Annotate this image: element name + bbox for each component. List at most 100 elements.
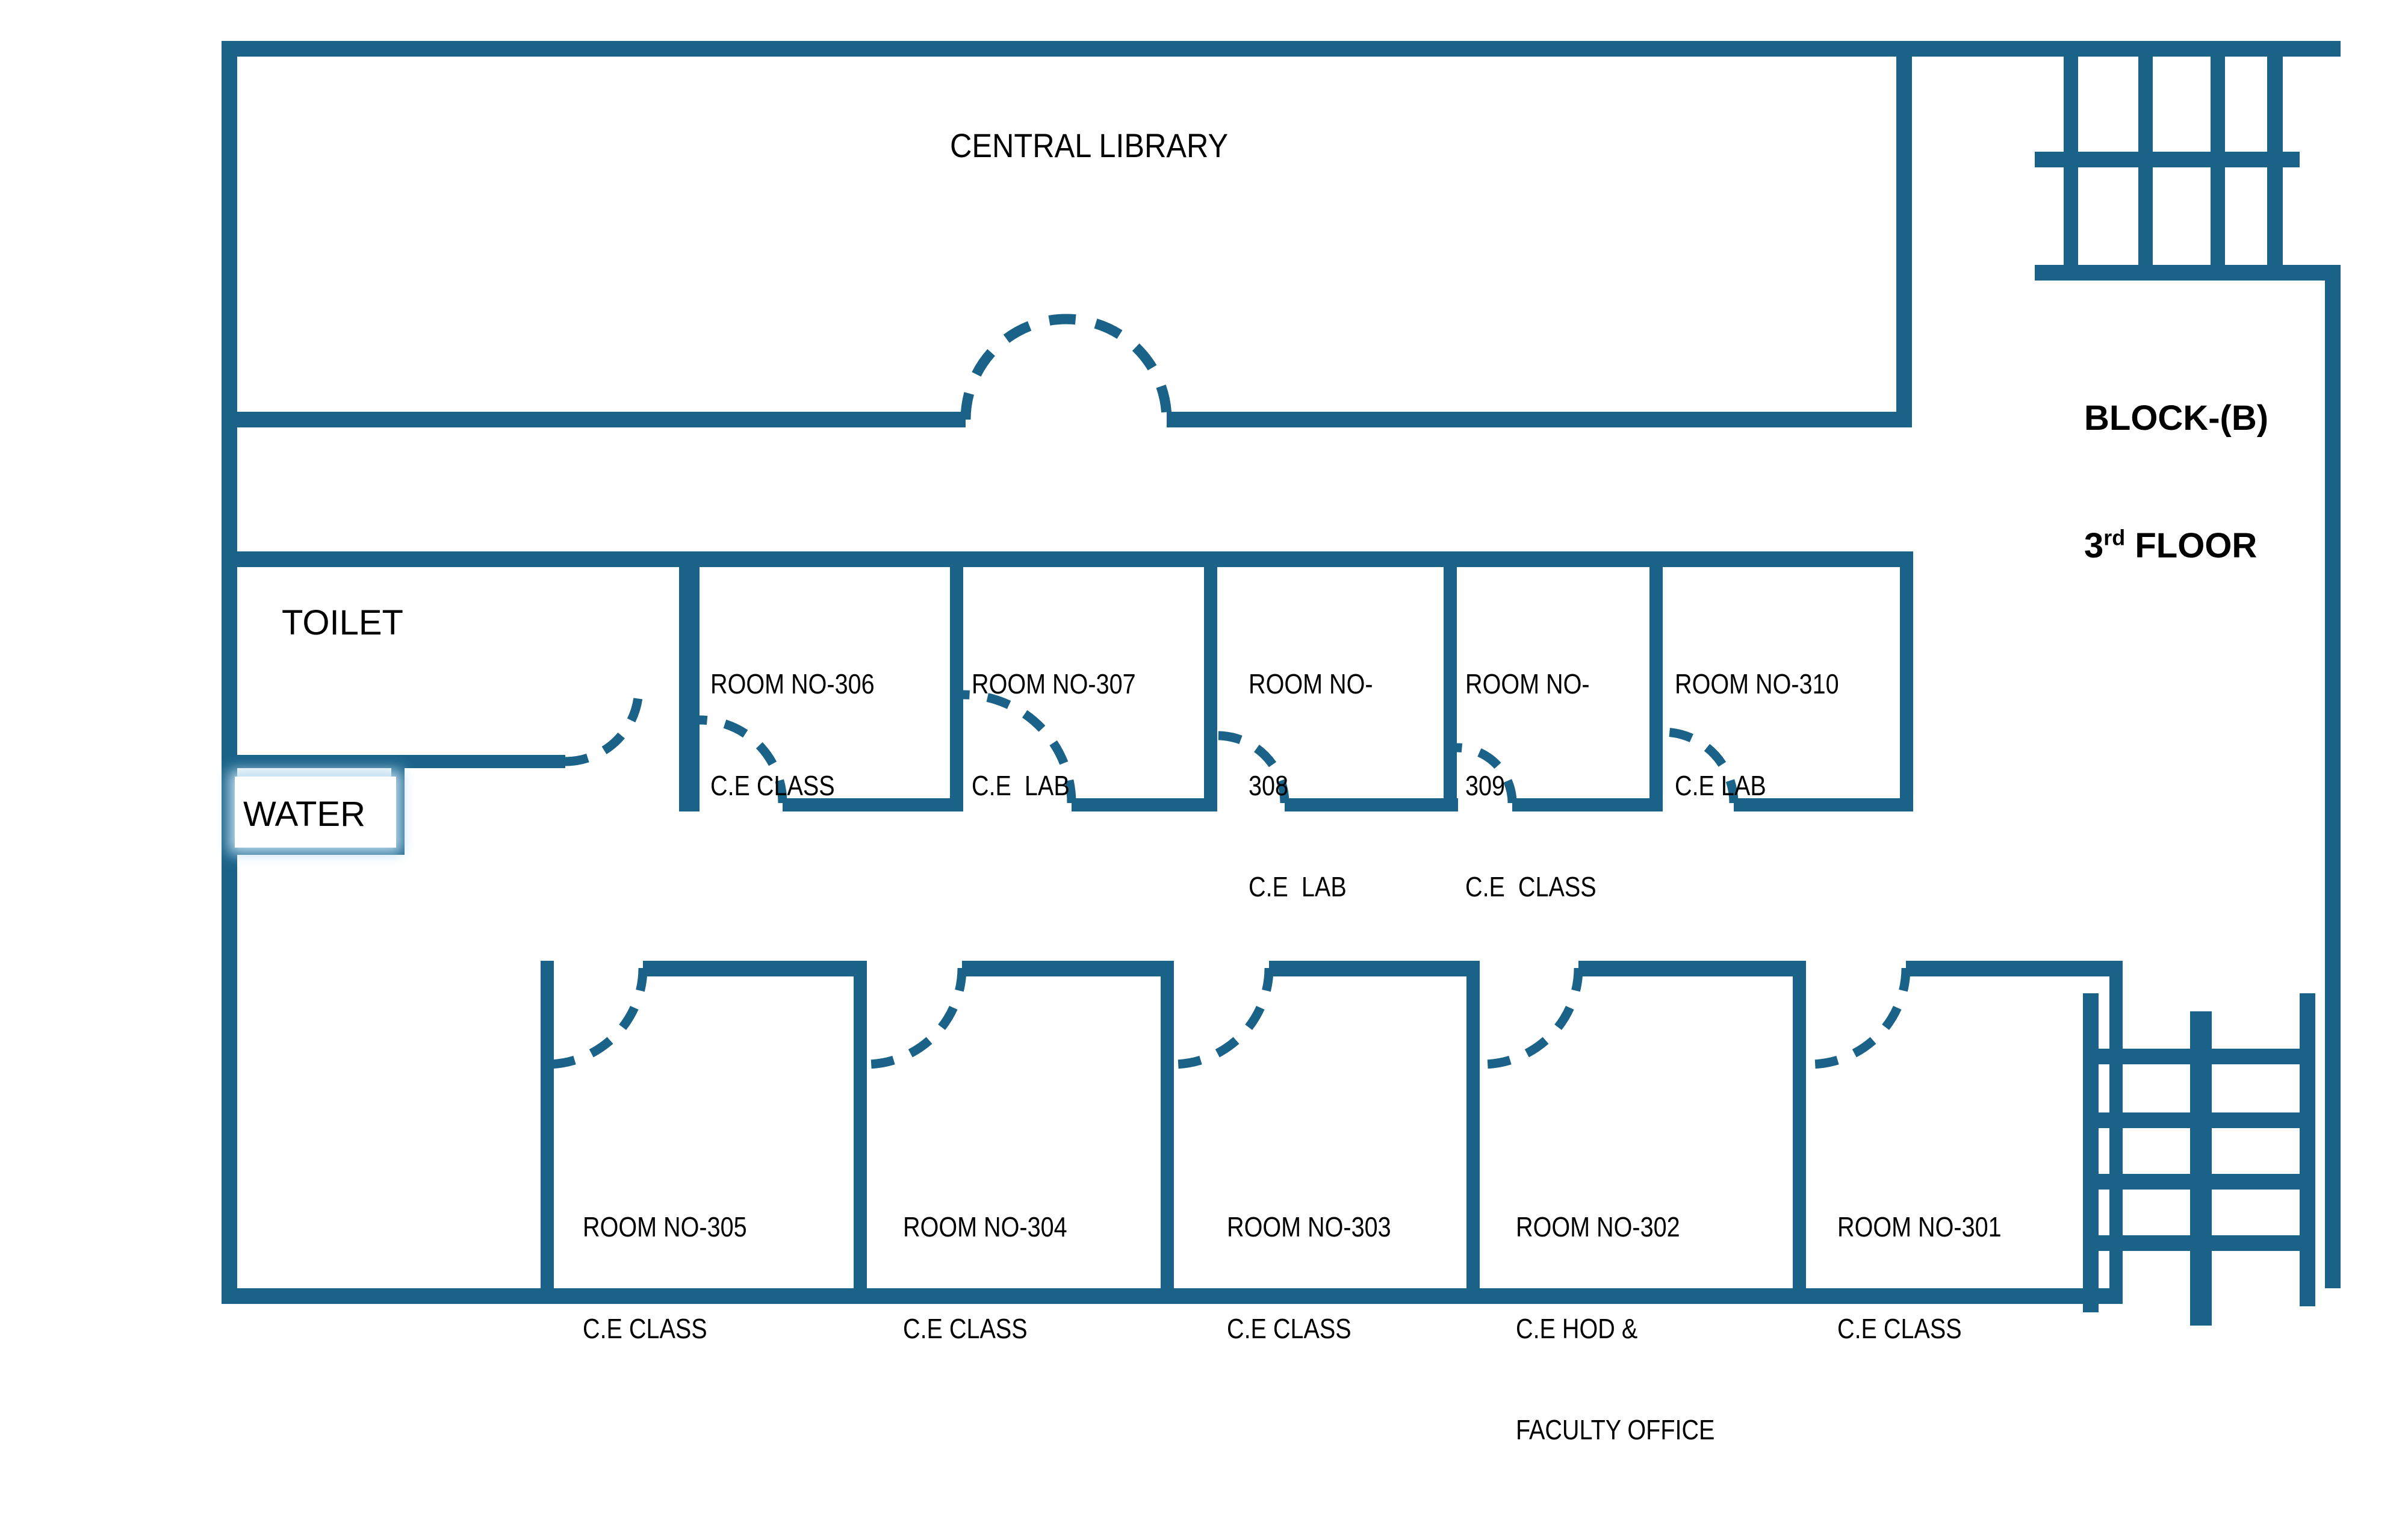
room-309-line-3: C.E CLASS	[1465, 870, 1597, 902]
block-floor: 3rd FLOOR	[2084, 525, 2268, 568]
room-301-line-2: C.E CLASS	[1837, 1312, 1962, 1344]
room-306-line-1: ROOM NO-306	[710, 668, 875, 700]
stair-rail-middle	[2035, 152, 2300, 167]
wall-309-bottom	[1512, 798, 1663, 811]
wall-308-309-partition	[1444, 567, 1457, 807]
stair-tread-b3	[2083, 1174, 2315, 1190]
room-302-line-3: FACULTY OFFICE	[1516, 1413, 1715, 1445]
room-303-line-2: C.E CLASS	[1227, 1312, 1351, 1344]
stair-rail-bottom	[2035, 265, 2312, 281]
wall-305-left	[541, 961, 554, 1304]
water-callout-box	[235, 777, 396, 848]
door-arc-308	[1217, 731, 1289, 804]
wall-306-bottom	[783, 798, 963, 811]
door-arc-303	[1172, 967, 1274, 1069]
wall-304-303-partition	[1161, 961, 1174, 1304]
room-label-303: ROOM NO-303 C.E CLASS	[1227, 1143, 1391, 1413]
room-label-310: ROOM NO-310 C.E LAB	[1675, 600, 1839, 870]
wall-310-right	[1900, 567, 1913, 807]
wall-304-top	[962, 961, 1174, 976]
room-label-306: ROOM NO-306 C.E CLASS	[710, 600, 875, 870]
wall-308-bottom	[1285, 798, 1458, 811]
door-arc-304	[865, 967, 967, 1069]
door-arc-305	[546, 967, 648, 1069]
corridor-walls	[222, 551, 1913, 567]
room-301-line-1: ROOM NO-301	[1837, 1211, 2002, 1243]
room-label-302: ROOM NO-302 C.E HOD & FACULTY OFFICE	[1516, 1143, 1714, 1514]
wall-exterior-left	[222, 41, 237, 1304]
room-307-line-1: ROOM NO-307	[972, 668, 1136, 700]
room-302-line-1: ROOM NO-302	[1516, 1211, 1680, 1243]
door-arc-310	[1662, 727, 1739, 804]
middle-row-room-walls	[679, 567, 1913, 811]
wall-307-308-partition	[1204, 567, 1217, 807]
floor-number: 3	[2084, 526, 2104, 565]
room-307-line-2: C.E LAB	[972, 769, 1070, 801]
area-label-water: WATER	[243, 795, 365, 834]
wall-306-left	[679, 567, 700, 811]
room-label-304: ROOM NO-304 C.E CLASS	[903, 1143, 1067, 1413]
floor-plan-walls	[222, 41, 2341, 1326]
room-label-308: ROOM NO- 308 C.E LAB	[1249, 600, 1373, 971]
stair-tread-1	[2064, 41, 2078, 281]
room-304-line-2: C.E CLASS	[903, 1312, 1028, 1344]
wall-305-top	[643, 961, 866, 976]
area-label-central-library: CENTRAL LIBRARY	[950, 126, 1229, 164]
door-arc-302	[1482, 967, 1583, 1069]
wall-exterior-bottom	[222, 1288, 2117, 1304]
room-304-line-1: ROOM NO-304	[903, 1211, 1067, 1243]
room-label-305: ROOM NO-305 C.E CLASS	[583, 1143, 747, 1413]
wall-library-bottom-right	[1167, 412, 1912, 427]
stair-tread-b2	[2083, 1112, 2315, 1128]
area-label-toilet: TOILET	[282, 603, 403, 642]
wall-exterior-top	[222, 41, 2341, 57]
wall-301-top	[1906, 961, 2123, 976]
floor-word: FLOOR	[2125, 526, 2258, 565]
room-303-line-1: ROOM NO-303	[1227, 1211, 1391, 1243]
room-305-line-1: ROOM NO-305	[583, 1211, 747, 1243]
floor-plan: CENTRAL LIBRARY TOILET WATER BLOCK-(B) 3…	[222, 41, 2341, 1445]
room-309-line-2: 309	[1465, 769, 1506, 801]
room-308-line-1: ROOM NO-	[1249, 668, 1373, 700]
wall-301-right	[2109, 961, 2123, 1304]
stair-tread-4	[2267, 41, 2283, 281]
door-arc-309	[1456, 743, 1517, 804]
wall-library-bottom-left	[237, 412, 966, 427]
library-walls	[222, 41, 2341, 1304]
wall-306-307-partition	[950, 567, 963, 807]
door-arc-306	[699, 715, 787, 804]
room-310-line-2: C.E LAB	[1675, 769, 1766, 801]
room-310-line-1: ROOM NO-310	[1675, 668, 1839, 700]
door-arc-toilet	[565, 687, 644, 766]
wall-305-304-partition	[854, 961, 867, 1304]
door-arc-library	[960, 314, 1172, 420]
stair-rail-top	[2035, 41, 2312, 57]
room-305-line-2: C.E CLASS	[583, 1312, 707, 1344]
wall-library-right	[1896, 41, 1912, 426]
wall-303-top	[1269, 961, 1479, 976]
wall-307-bottom	[1072, 798, 1217, 811]
bottom-row-room-walls	[222, 961, 2123, 1304]
wall-303-302-partition	[1466, 961, 1480, 1304]
wall-302-301-partition	[1793, 961, 1806, 1304]
door-arc-301	[1809, 967, 1911, 1069]
floor-ordinal: rd	[2103, 525, 2126, 550]
room-308-line-3: C.E LAB	[1249, 870, 1347, 902]
room-302-line-2: C.E HOD &	[1516, 1312, 1638, 1344]
room-label-301: ROOM NO-301 C.E CLASS	[1837, 1143, 2002, 1413]
room-306-line-2: C.E CLASS	[710, 769, 835, 801]
room-label-307: ROOM NO-307 C.E LAB	[972, 600, 1136, 870]
room-309-line-1: ROOM NO-	[1465, 668, 1590, 700]
wall-310-bottom	[1734, 798, 1913, 811]
stair-tread-b4	[2083, 1235, 2315, 1251]
stair-tread-3	[2211, 41, 2225, 281]
door-arc-307	[963, 690, 1076, 804]
wall-309-310-partition	[1649, 567, 1663, 807]
stair-stringer-left	[2083, 993, 2099, 1312]
stair-top-right	[2035, 41, 2312, 281]
room-308-line-2: 308	[1249, 769, 1289, 801]
block-title: BLOCK-(B) 3rd FLOOR	[2084, 312, 2268, 653]
wall-302-top	[1578, 961, 1806, 976]
block-name: BLOCK-(B)	[2084, 398, 2269, 438]
stair-bottom-right	[2083, 993, 2315, 1326]
